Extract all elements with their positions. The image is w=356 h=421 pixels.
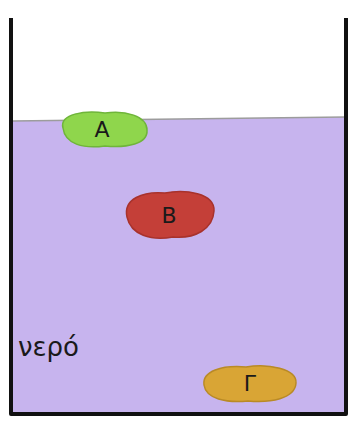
blob-object: B [121,187,217,243]
blob-object: Γ [200,361,300,405]
object-letter: A [55,108,149,150]
water-fill [12,117,345,413]
object-letter: B [121,187,217,243]
object-letter: Γ [200,361,300,405]
water-surface [12,117,345,121]
beaker-wall [11,18,346,414]
blob-object: A [55,108,149,150]
liquid-label: νερό [18,332,79,362]
